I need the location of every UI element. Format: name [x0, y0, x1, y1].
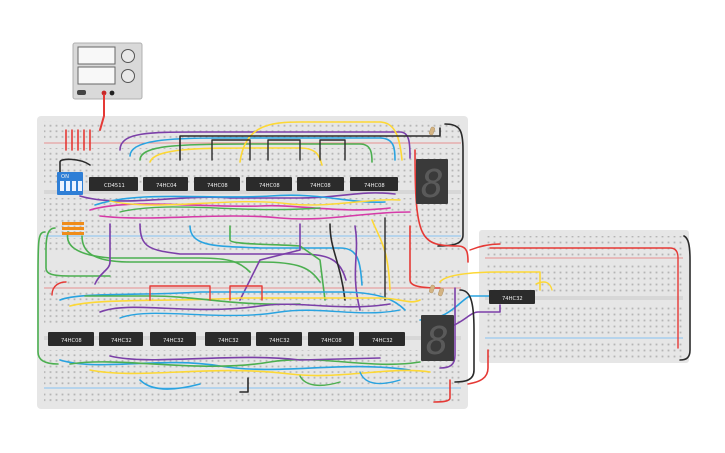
chip-bottom-3[interactable]: 74HC32: [150, 332, 196, 346]
chip-label: 74HC32: [269, 338, 290, 344]
chip-label: 74HC08: [207, 183, 228, 189]
display-digit: 8: [426, 319, 449, 363]
display-digit: 8: [421, 162, 444, 206]
chip-label: 74HC32: [111, 338, 132, 344]
chip-right-board[interactable]: 74HC32: [489, 290, 535, 304]
chip-bottom-6[interactable]: 74HC08: [308, 332, 354, 346]
dip-switch-label: ON: [61, 174, 69, 180]
bottom-chip-row: 74HC08 74HC32 74HC32 74HC32 74HC32 74HC0…: [48, 332, 405, 346]
chip-label: 74HC04: [156, 183, 177, 189]
chip-label: CD4511: [104, 183, 125, 189]
resistor-bank[interactable]: [62, 222, 84, 235]
chip-bottom-1[interactable]: 74HC08: [48, 332, 94, 346]
chip-top-6[interactable]: 74HC08: [350, 177, 398, 191]
chip-label: 74HC08: [310, 183, 331, 189]
right-breadboard: [479, 230, 689, 363]
chip-top-1[interactable]: CD4511: [89, 177, 138, 191]
chip-label: 74HC32: [372, 338, 393, 344]
chip-label: 74HC32: [163, 338, 184, 344]
chip-label: 74HC08: [61, 338, 82, 344]
chip-label: 74HC32: [218, 338, 239, 344]
chip-label: 74HC08: [364, 183, 385, 189]
chip-bottom-5[interactable]: 74HC32: [256, 332, 302, 346]
voltage-knob-icon[interactable]: [121, 49, 135, 63]
chip-top-3[interactable]: 74HC08: [194, 177, 240, 191]
chip-top-5[interactable]: 74HC08: [297, 177, 344, 191]
wire-red-jumpers: [65, 129, 91, 151]
power-switch[interactable]: [77, 90, 86, 95]
chip-label: 74HC32: [502, 296, 523, 302]
resistors[interactable]: [428, 126, 445, 297]
seven-segment-display-top[interactable]: 8: [416, 159, 448, 206]
chip-top-2[interactable]: 74HC04: [143, 177, 188, 191]
dip-switch[interactable]: ON: [57, 172, 83, 195]
power-supply[interactable]: [72, 42, 143, 100]
chip-top-4[interactable]: 74HC08: [246, 177, 292, 191]
chip-bottom-4[interactable]: 74HC32: [205, 332, 251, 346]
chip-bottom-7[interactable]: 74HC32: [359, 332, 405, 346]
wire-power-red: [99, 94, 105, 131]
seven-segment-display-bottom[interactable]: 8: [421, 315, 454, 363]
top-chip-row: CD4511 74HC04 74HC08 74HC08 74HC08 74HC0…: [89, 177, 398, 191]
chip-label: 74HC08: [321, 338, 342, 344]
chip-label: 74HC08: [259, 183, 280, 189]
current-knob-icon[interactable]: [121, 69, 135, 83]
chip-bottom-2[interactable]: 74HC32: [99, 332, 143, 346]
